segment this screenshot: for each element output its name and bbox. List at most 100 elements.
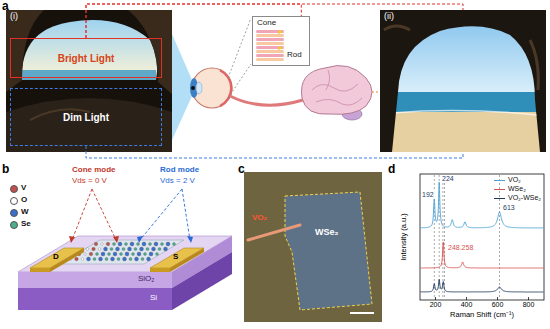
atom bbox=[93, 258, 96, 261]
photoreceptor-art bbox=[256, 30, 284, 61]
connector bbox=[86, 4, 463, 38]
bias-label: Vds = 0 V bbox=[72, 177, 107, 186]
legend-line bbox=[494, 180, 505, 181]
atom bbox=[134, 248, 137, 251]
atom bbox=[111, 257, 115, 261]
eye-drawing bbox=[190, 68, 303, 108]
axis-title: Intensity (a.u.) bbox=[400, 213, 408, 261]
atom bbox=[142, 242, 146, 246]
atom bbox=[149, 252, 153, 256]
atom bbox=[128, 247, 132, 251]
atom bbox=[137, 243, 140, 246]
atom bbox=[96, 253, 99, 256]
legend-text: VO₂-WSe₂ bbox=[508, 194, 541, 202]
tick-label: 600 bbox=[492, 301, 504, 309]
panel-tag: (ii) bbox=[384, 12, 394, 22]
cell-label: Rod bbox=[287, 51, 302, 60]
region-label: Dim Light bbox=[63, 112, 109, 123]
perceived-photo: (ii) bbox=[380, 10, 546, 152]
atom bbox=[106, 242, 110, 246]
layer-label: Si bbox=[150, 294, 157, 303]
atom bbox=[125, 243, 128, 246]
axis-title: Raman Shift (cm⁻¹) bbox=[450, 311, 514, 319]
atom bbox=[104, 247, 108, 251]
legend-text: O bbox=[21, 196, 27, 205]
tick-label: 400 bbox=[461, 301, 473, 309]
spectrum-line bbox=[421, 182, 544, 228]
material-label: WSe₂ bbox=[315, 228, 339, 238]
raman-spectra bbox=[421, 175, 544, 299]
atom bbox=[117, 258, 120, 261]
guide-line bbox=[444, 175, 445, 299]
atom bbox=[141, 258, 144, 261]
atom bbox=[110, 248, 113, 251]
panel-letter: a bbox=[2, 0, 9, 13]
atom bbox=[144, 253, 147, 256]
connector-line bbox=[86, 4, 463, 38]
scene-photo: (i) Bright LightDim Light bbox=[6, 10, 172, 152]
legend-text: V bbox=[21, 184, 26, 193]
atom bbox=[99, 257, 103, 261]
atom bbox=[118, 242, 122, 246]
atom bbox=[125, 252, 129, 256]
atom bbox=[156, 253, 159, 256]
atom bbox=[166, 242, 170, 246]
atom bbox=[130, 242, 134, 246]
peak-label: 248.258 bbox=[447, 244, 474, 252]
light-beam bbox=[172, 34, 192, 140]
atom bbox=[105, 258, 108, 261]
atom bbox=[149, 243, 152, 246]
mode-pointer bbox=[72, 189, 190, 240]
legend-line bbox=[494, 189, 505, 190]
legend-text: Se bbox=[21, 220, 31, 229]
atom bbox=[113, 252, 117, 256]
atom bbox=[84, 253, 87, 256]
atom bbox=[108, 253, 111, 256]
atom bbox=[154, 242, 158, 246]
atom bbox=[158, 248, 161, 251]
signal-line bbox=[372, 92, 380, 93]
atom bbox=[135, 257, 139, 261]
atom-lattice bbox=[69, 242, 175, 261]
atom bbox=[122, 248, 125, 251]
bright-region: Bright Light bbox=[10, 38, 162, 78]
spectrum-line bbox=[421, 279, 544, 292]
peak-label: 613 bbox=[502, 204, 516, 212]
atom bbox=[132, 253, 135, 256]
atom bbox=[92, 247, 96, 251]
legend-swatch bbox=[10, 221, 18, 229]
arrow-head bbox=[69, 236, 75, 243]
legend-swatch bbox=[10, 197, 18, 205]
atom bbox=[86, 248, 89, 251]
atom bbox=[113, 243, 116, 246]
panel-letter: d bbox=[388, 163, 395, 176]
atom bbox=[146, 248, 149, 251]
spectrum-line bbox=[421, 242, 544, 268]
atom bbox=[81, 258, 84, 261]
atom bbox=[75, 257, 79, 261]
legend-text: W bbox=[21, 208, 29, 217]
peak-label: 224 bbox=[441, 175, 455, 183]
plot-frame bbox=[420, 174, 544, 300]
region-label: Bright Light bbox=[58, 53, 115, 64]
atom bbox=[116, 247, 120, 251]
atom bbox=[101, 252, 105, 256]
tick-label: 800 bbox=[523, 301, 535, 309]
atom bbox=[137, 252, 141, 256]
peak-label: 192 bbox=[421, 191, 435, 199]
atom bbox=[173, 243, 176, 246]
legend-swatch bbox=[10, 185, 18, 193]
legend-text: WSe₂ bbox=[508, 185, 526, 193]
guide-line bbox=[499, 175, 500, 299]
tick-label: 200 bbox=[430, 301, 442, 309]
atom bbox=[164, 247, 168, 251]
legend-line bbox=[494, 198, 505, 199]
dim-region: Dim Light bbox=[10, 88, 162, 146]
brain-drawing bbox=[301, 66, 372, 120]
atom bbox=[87, 257, 91, 261]
connector-line bbox=[86, 146, 463, 158]
zoom-line bbox=[228, 18, 251, 78]
photoreceptor-zoom: ConeRod bbox=[252, 16, 310, 66]
panel-tag: (i) bbox=[10, 12, 18, 22]
